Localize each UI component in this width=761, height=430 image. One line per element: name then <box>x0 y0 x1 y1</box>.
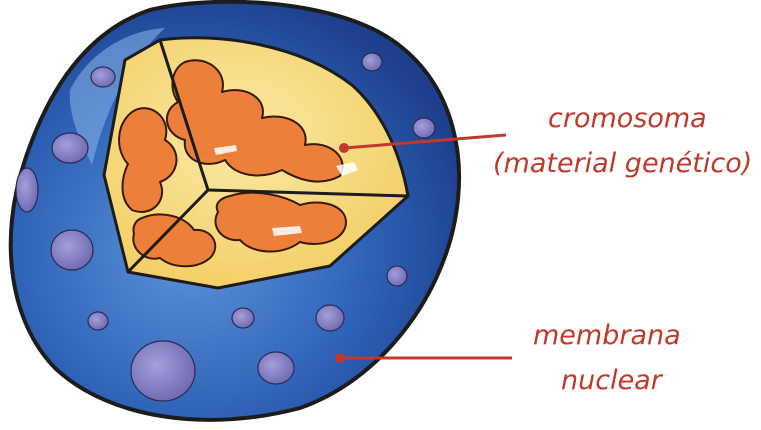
nuclear-pore <box>316 305 344 331</box>
membrane-label: membrana <box>533 318 681 354</box>
nuclear-pore <box>258 352 294 384</box>
nuclear-pore <box>52 133 88 163</box>
nuclear-pore <box>91 67 115 87</box>
nuclear-pore <box>51 230 93 270</box>
nuclear-pore <box>131 341 195 401</box>
membrane-sublabel: nuclear <box>561 363 662 399</box>
nuclear-pore <box>413 118 435 138</box>
nuclear-pore <box>387 266 407 286</box>
chromosome-leader-dot <box>339 143 349 153</box>
chromosome-sublabel: (material genético) <box>493 146 752 182</box>
nuclear-pore <box>232 308 254 328</box>
chromosome-label: cromosoma <box>548 101 707 137</box>
nuclear-pore <box>16 168 38 212</box>
membrane-leader-dot <box>335 353 345 363</box>
nuclear-pore <box>88 312 108 330</box>
nuclear-pore <box>362 53 382 71</box>
